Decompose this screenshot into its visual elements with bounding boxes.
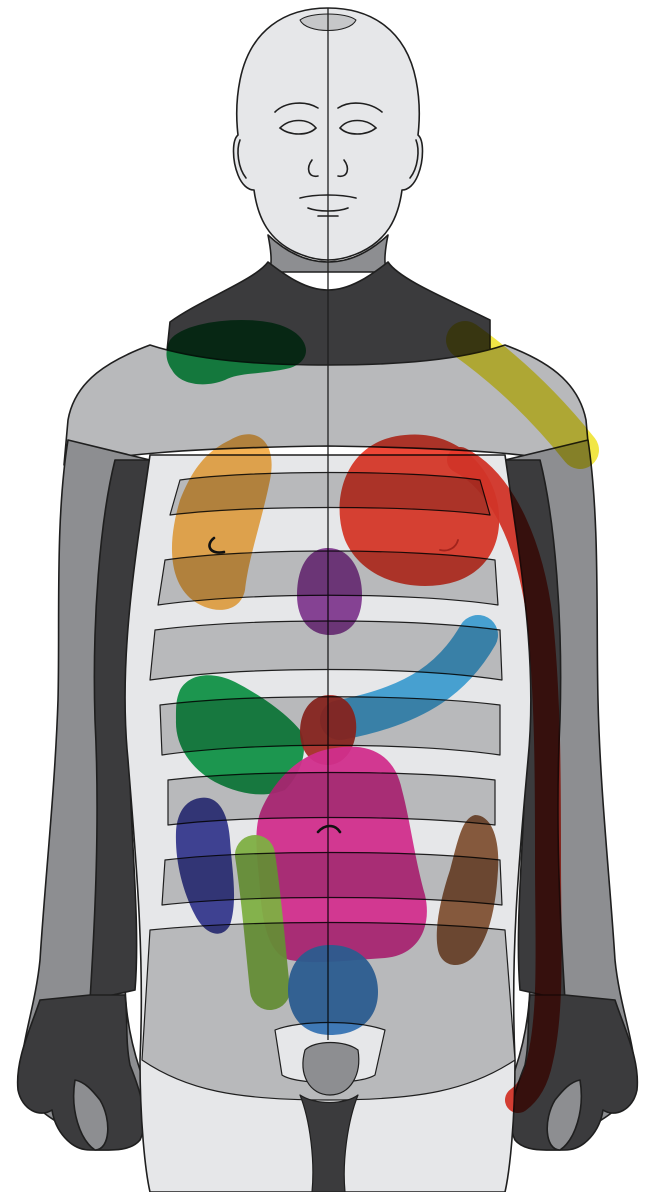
blue-pelvis-patch xyxy=(288,945,378,1035)
lime-side-stroke xyxy=(255,855,270,990)
purple-sternum-patch xyxy=(297,548,362,635)
